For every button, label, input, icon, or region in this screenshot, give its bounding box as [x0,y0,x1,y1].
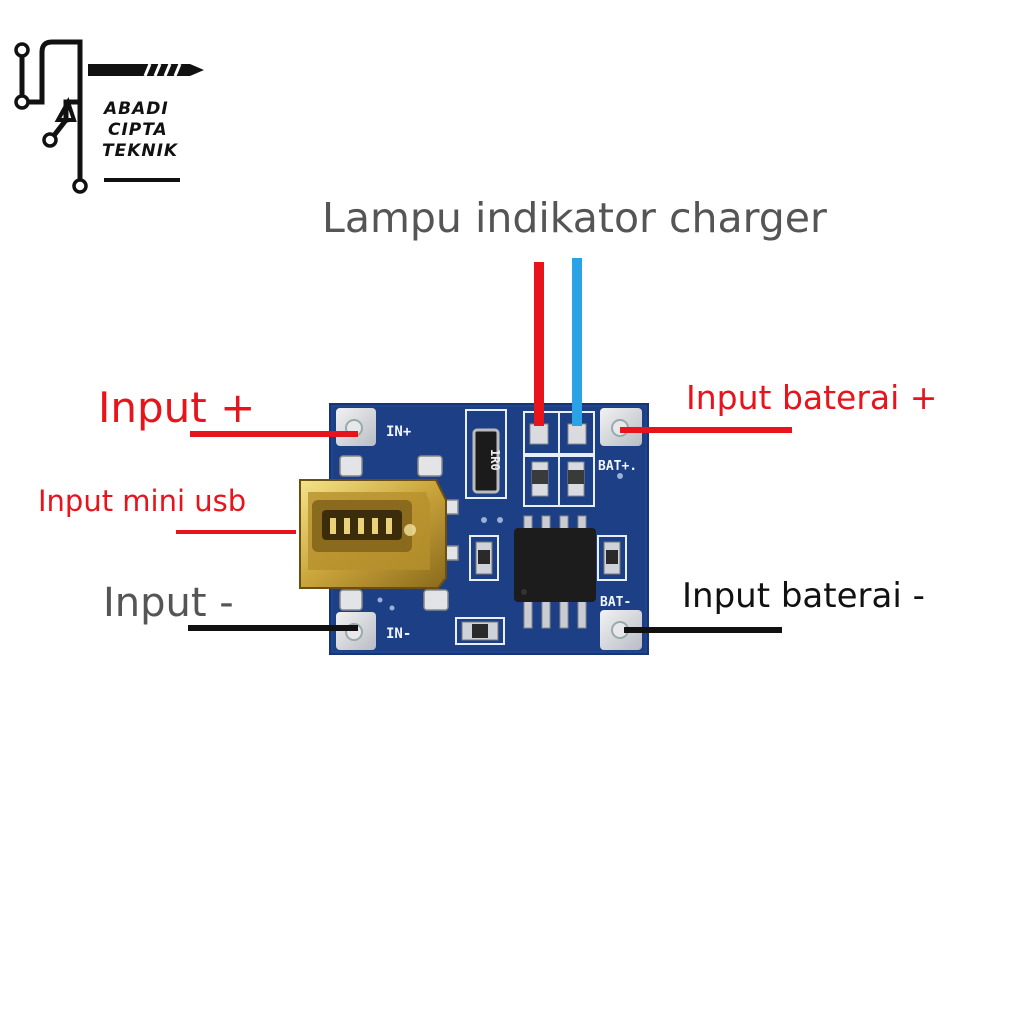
mini-usb-connector [299,479,447,589]
logo-text-abadi: ABADI [104,99,169,119]
silk-in-plus: IN+ [386,424,411,440]
label-lampu-indikator: Lampu indikator charger [322,194,827,242]
resistor-1r0 [472,428,500,494]
logo-text-cipta: CIPTA [108,120,168,140]
label-input-baterai-plus: Input baterai + [686,378,938,417]
indicator-leds [529,423,587,497]
silk-bat-minus: BAT- [600,595,631,610]
silk-bat-plus: BAT+. [598,459,637,474]
label-input-minus: Input - [103,580,234,626]
resistor-code: 1R0 [488,449,502,471]
label-input-plus: Input + [98,383,256,432]
abadi-cipta-teknik-logo [14,39,204,194]
tp4056-ic-chip [514,515,596,629]
label-input-baterai-minus: Input baterai - [682,576,925,616]
logo-text-teknik: TEKNIK [102,141,179,161]
silk-in-minus: IN- [386,626,411,642]
label-input-mini-usb: Input mini usb [38,484,247,518]
